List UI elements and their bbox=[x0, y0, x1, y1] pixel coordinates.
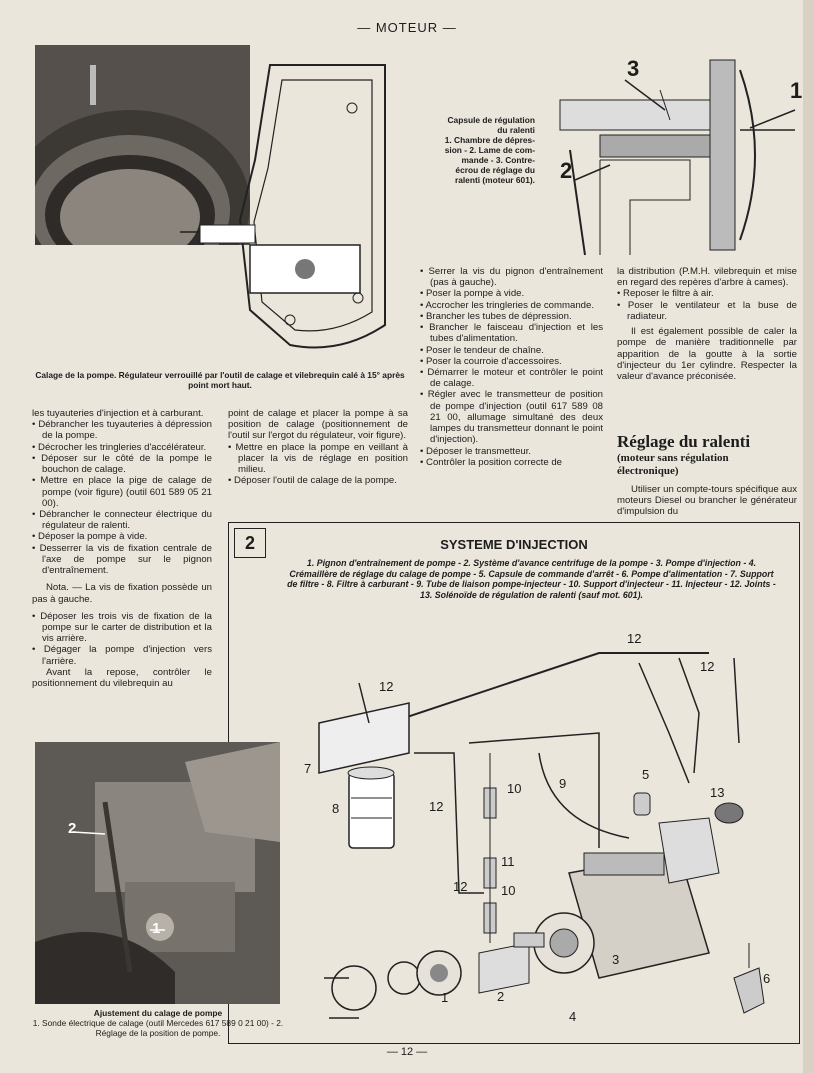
page-edge bbox=[803, 0, 814, 1073]
photo-pump-adjustment: 2 1 bbox=[35, 742, 280, 1004]
photo-caption-text: 1. Sonde électrique de calage (outil Mer… bbox=[32, 1018, 284, 1039]
figure-number: 2 bbox=[234, 528, 266, 558]
pump-adjustment-illustration bbox=[35, 742, 280, 1004]
photo-caption-title: Ajustement du calage de pompe bbox=[93, 1008, 223, 1018]
engine-cover-drawing bbox=[180, 64, 386, 349]
part-label-6: 6 bbox=[763, 971, 771, 986]
capsule-label-3: 3 bbox=[627, 56, 640, 81]
part-label-12-b: 12 bbox=[700, 659, 715, 674]
part-label-12-c: 12 bbox=[379, 679, 394, 694]
photo-caption: Ajustement du calage de pompe 1. Sonde é… bbox=[32, 1008, 284, 1038]
part-label-2: 2 bbox=[497, 989, 505, 1004]
part-label-12-e: 12 bbox=[453, 879, 468, 894]
part-label-1: 1 bbox=[441, 990, 449, 1005]
part-label-10-b: 10 bbox=[501, 883, 516, 898]
figure-caption: Calage de la pompe. Régulateur verrouill… bbox=[35, 370, 405, 391]
photo-pulley bbox=[35, 45, 250, 245]
figure-injection-system: 2 SYSTEME D'INJECTION 1. Pignon d'entraî… bbox=[228, 522, 800, 1044]
part-label-4: 4 bbox=[569, 1009, 577, 1024]
part-label-11: 11 bbox=[501, 854, 515, 869]
section-subtitle: (moteur sans régulation électronique) bbox=[617, 452, 729, 477]
part-label-12-a: 12 bbox=[627, 631, 642, 646]
text-column-1: les tuyauteries d'injection et à carbura… bbox=[32, 408, 212, 690]
text-column-2: point de calage et placer la pompe à sa … bbox=[228, 408, 408, 487]
idle-capsule-drawing bbox=[559, 59, 796, 256]
photo-label-1: 1 bbox=[152, 920, 161, 937]
page-header: — MOTEUR — bbox=[357, 20, 457, 35]
text-column-3: • Serrer la vis du pignon d'entraînement… bbox=[420, 266, 603, 468]
part-label-7: 7 bbox=[304, 761, 312, 776]
capsule-label-2: 2 bbox=[560, 158, 573, 183]
part-label-3: 3 bbox=[612, 952, 620, 967]
injection-system-drawing bbox=[318, 652, 765, 1019]
pulley-illustration bbox=[35, 45, 250, 245]
part-label-9: 9 bbox=[559, 776, 567, 791]
photo-label-2: 2 bbox=[68, 820, 77, 837]
part-label-10-a: 10 bbox=[507, 781, 522, 796]
part-label-5: 5 bbox=[642, 767, 650, 782]
figure-caption-idle-capsule: Capsule de régulation du ralenti 1. Cham… bbox=[444, 115, 535, 186]
figure-title: SYSTEME D'INJECTION bbox=[440, 537, 588, 552]
figure-legend: 1. Pignon d'entraînement de pompe - 2. S… bbox=[287, 558, 776, 600]
part-label-13: 13 bbox=[710, 785, 725, 800]
section-text: Utiliser un compte-tours spécifique aux … bbox=[617, 484, 797, 518]
capsule-label-1: 1 bbox=[790, 78, 803, 103]
figure-pump-timing: Calage de la pompe. Régulateur verrouill… bbox=[30, 40, 410, 390]
section-title: Réglage du ralenti bbox=[617, 432, 751, 451]
page-number: — 12 — bbox=[386, 1046, 428, 1058]
text-column-4: la distribution (P.M.H. vilebrequin et m… bbox=[617, 266, 797, 382]
part-label-8: 8 bbox=[332, 801, 340, 816]
part-label-12-d: 12 bbox=[429, 799, 444, 814]
